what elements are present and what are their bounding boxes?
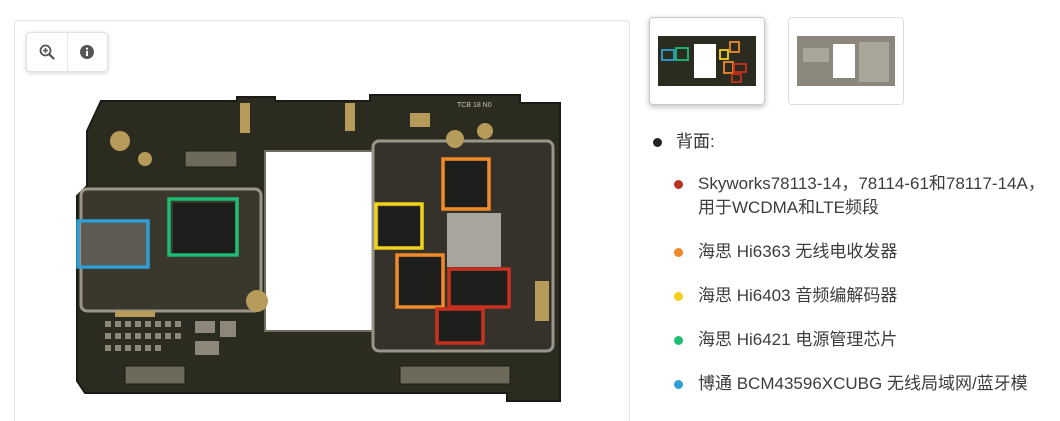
- note-heading-text: 背面:: [676, 132, 715, 151]
- list-item: 海思 Hi6421 电源管理芯片: [648, 328, 1053, 352]
- list-item-text: 博通 BCM43596XCUBG 无线局域网/蓝牙模: [698, 374, 1028, 393]
- info-icon: [80, 45, 95, 59]
- plain-board-thumbnail[interactable]: [788, 17, 904, 105]
- gold-pads: [110, 103, 549, 321]
- zoom-button[interactable]: [27, 33, 67, 71]
- component-list: Skyworks78113-14，78114-61和78117-14A，用于WC…: [648, 172, 1053, 396]
- highlight-green-box: [167, 197, 239, 257]
- highlight-yellow-box: [374, 202, 424, 250]
- list-item: Skyworks78113-14，78114-61和78117-14A，用于WC…: [648, 172, 1053, 220]
- list-item-text: Skyworks78113-14，78114-61和78117-14A，用于WC…: [698, 174, 1045, 217]
- list-item: 海思 Hi6363 无线电收发器: [648, 240, 1053, 264]
- orange-bullet-icon: [674, 248, 683, 257]
- viewer-toolbar: [26, 32, 108, 72]
- yellow-bullet-icon: [674, 292, 683, 301]
- chip-pmic: [173, 203, 235, 257]
- list-item-text: 海思 Hi6403 音频编解码器: [698, 286, 898, 305]
- annotated-board-thumbnail[interactable]: [649, 17, 765, 105]
- highlight-red-box-mid: [447, 267, 511, 309]
- highlight-red-box-bottom: [435, 307, 485, 345]
- highlight-orange-box-top: [441, 157, 491, 211]
- zoom-in-icon: [39, 44, 55, 60]
- annotated-thumbnail-image: [658, 36, 756, 86]
- chip-shield-silver: [447, 213, 501, 267]
- highlight-orange-box-bottom: [395, 253, 445, 309]
- bullet-icon: [653, 138, 662, 147]
- red-bullet-icon: [674, 180, 683, 189]
- green-bullet-icon: [674, 336, 683, 345]
- chip-skyworks-bottom: [439, 311, 483, 343]
- image-viewer[interactable]: TCB 18 N0: [14, 20, 630, 421]
- component-field: [105, 321, 236, 355]
- circuit-board-image: TCB 18 N0: [76, 94, 561, 402]
- chip-skyworks-mid: [451, 271, 509, 307]
- info-button[interactable]: [66, 33, 108, 71]
- highlight-blue-box: [76, 219, 150, 269]
- list-item-text: 海思 Hi6421 电源管理芯片: [698, 330, 898, 349]
- list-item: 海思 Hi6403 音频编解码器: [648, 284, 1053, 308]
- list-item: 博通 BCM43596XCUBG 无线局域网/蓝牙模: [648, 372, 1053, 396]
- blue-bullet-icon: [674, 380, 683, 389]
- notes-panel: 背面: Skyworks78113-14，78114-61和78117-14A，…: [648, 128, 1053, 416]
- list-item-text: 海思 Hi6363 无线电收发器: [698, 242, 898, 261]
- chip-wlan: [81, 223, 149, 265]
- chip-transceiver-top: [445, 161, 487, 207]
- connectors: [124, 150, 511, 385]
- chip-transceiver-bottom: [399, 257, 443, 307]
- plain-thumbnail-image: [797, 36, 895, 86]
- chip-codec: [379, 207, 423, 249]
- board-marker-text: TCB 18 N0: [457, 102, 492, 109]
- board-cutout: [264, 150, 386, 332]
- note-heading: 背面:: [648, 128, 1053, 156]
